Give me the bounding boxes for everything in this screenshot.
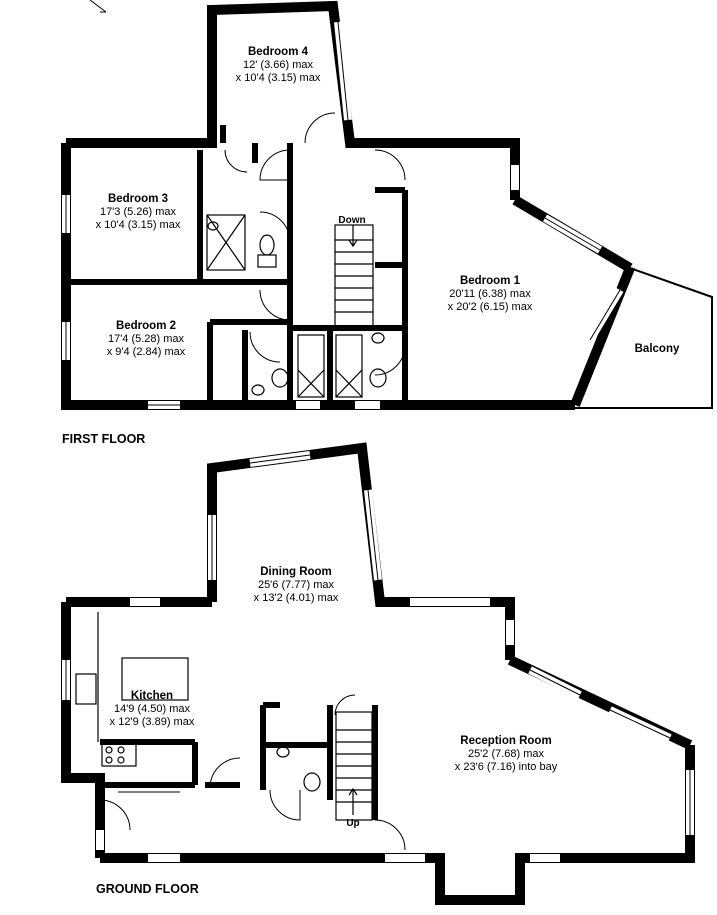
first-floor-doors <box>224 112 406 376</box>
bedroom4-label: Bedroom 4 12' (3.66) max x 10'4 (3.15) m… <box>235 46 321 84</box>
ground-floor-walls <box>61 442 695 905</box>
ground-floor-window-lines <box>65 454 691 835</box>
first-floor-fixtures <box>206 214 387 398</box>
compass-arrow <box>89 0 107 13</box>
first-floor-inner-walls <box>66 125 408 405</box>
stairs-down-label: Down <box>338 215 366 226</box>
bedroom2-label: Bedroom 2 17'4 (5.28) max x 9'4 (2.84) m… <box>106 320 186 358</box>
first-floor-window-lines <box>65 21 621 406</box>
balcony-outline <box>575 267 713 409</box>
first-floor-title: FIRST FLOOR <box>62 432 146 446</box>
kitchen-label: Kitchen 14'9 (4.50) max x 12'9 (3.89) ma… <box>109 690 195 728</box>
ground-floor-wc <box>276 746 321 792</box>
ground-floor-title: GROUND FLOOR <box>96 882 199 896</box>
stairs-up-label: Up <box>346 818 360 829</box>
ground-floor-doors <box>99 694 406 851</box>
kitchen-units <box>75 612 189 767</box>
ground-floor-stairs <box>335 711 373 821</box>
balcony-label: Balcony <box>634 343 680 355</box>
reception-room-label: Reception Room 25'2 (7.68) max x 23'6 (7… <box>454 735 558 773</box>
bedroom1-label: Bedroom 1 20'11 (6.38) max x 20'2 (6.15)… <box>447 275 533 313</box>
dining-room-label: Dining Room 25'6 (7.77) max x 13'2 (4.01… <box>253 566 339 604</box>
bedroom3-label: Bedroom 3 17'3 (5.26) max x 10'4 (3.15) … <box>95 193 181 231</box>
first-floor-stairs <box>334 224 374 329</box>
ground-floor-inner-walls <box>100 702 378 820</box>
